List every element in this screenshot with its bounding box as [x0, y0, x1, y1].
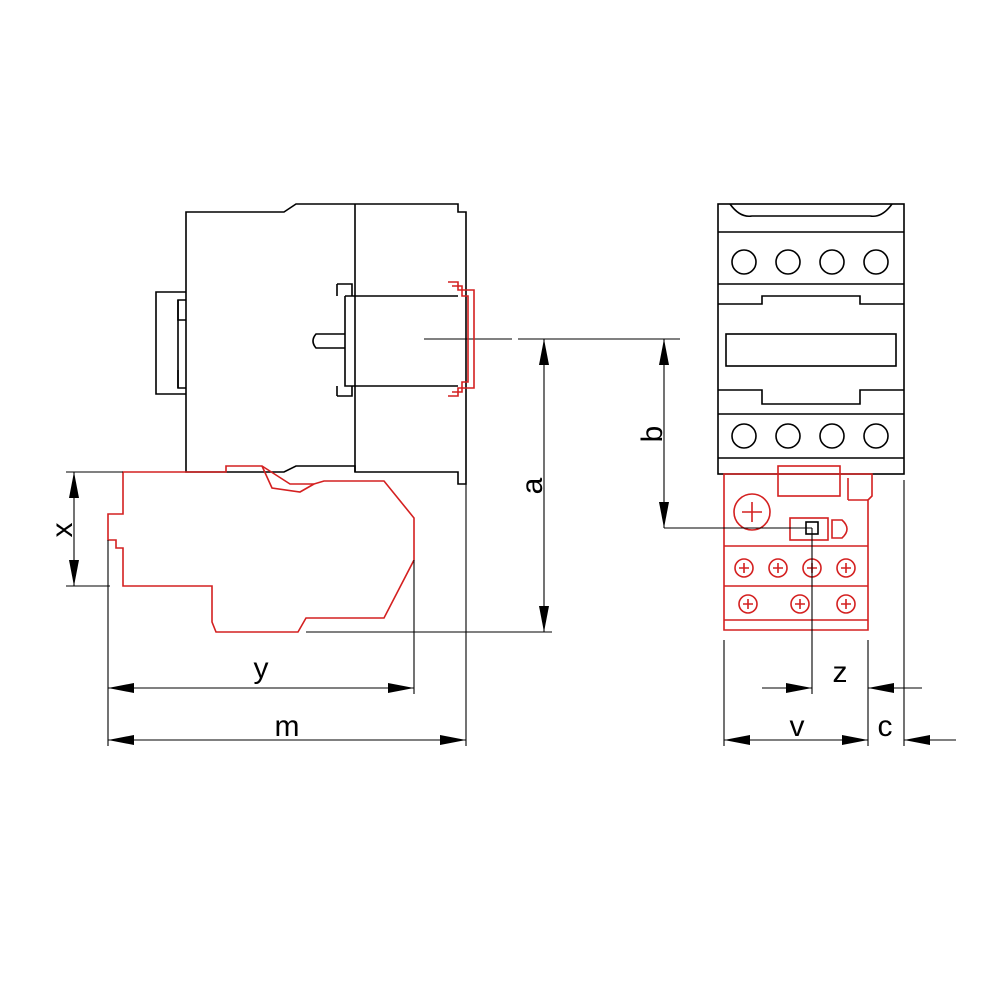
terminal-screw-icon — [775, 423, 801, 449]
dimension-v-c — [723, 480, 956, 746]
terminal-screw-icon — [819, 423, 845, 449]
din-clip-inner — [177, 300, 186, 388]
dimension-z — [762, 528, 922, 746]
test-button — [789, 517, 829, 541]
dimension-b — [659, 339, 812, 529]
dimension-label-a: a — [516, 477, 549, 494]
red-clip-inner — [452, 285, 469, 393]
dimension-label-m: m — [275, 710, 300, 743]
dimension-label-b: b — [636, 426, 669, 443]
front-view-overload-relay — [723, 465, 873, 631]
carrier-tab-bottom — [336, 386, 353, 397]
dimension-label-x: x — [46, 523, 79, 538]
contact-carrier — [344, 295, 458, 387]
terminal-screw-icon — [819, 249, 845, 275]
dimension-label-z: z — [833, 656, 848, 689]
overload-relay-side-step — [261, 465, 315, 493]
terminal-screw-icon — [775, 249, 801, 275]
dimension-m — [108, 484, 467, 746]
terminal-screw-icon — [731, 249, 757, 275]
plunger — [312, 333, 345, 349]
red-clip-outer — [448, 281, 475, 397]
side-view-contactor — [155, 203, 512, 485]
overload-relay-side — [107, 465, 415, 633]
front-cover — [718, 295, 904, 405]
label-window — [725, 333, 897, 367]
terminal-screw-icon — [863, 249, 889, 275]
stop-button — [831, 519, 848, 539]
contactor-side-body — [185, 203, 467, 485]
dimension-label-y: y — [254, 652, 269, 685]
relay-terminal-row-lower — [738, 594, 856, 614]
terminal-screw-icon — [731, 423, 757, 449]
din-clip — [155, 291, 186, 395]
dimension-label-v: v — [790, 710, 805, 743]
dimension-y — [107, 540, 415, 746]
overload-relay-front-body — [723, 473, 873, 631]
contactor-front-top — [718, 203, 904, 233]
dimension-x — [66, 471, 123, 587]
side-view-clip-red — [448, 281, 475, 397]
terminal-screw-icon — [863, 423, 889, 449]
carrier-tab-top — [336, 283, 353, 296]
reset-button — [777, 465, 841, 497]
relay-terminal-row-upper — [734, 558, 856, 578]
contactor-front-body — [717, 203, 905, 475]
dimension-a — [306, 338, 680, 633]
front-view-contactor — [717, 203, 905, 475]
current-dial-icon — [733, 493, 771, 531]
dimension-label-c: c — [878, 710, 893, 743]
